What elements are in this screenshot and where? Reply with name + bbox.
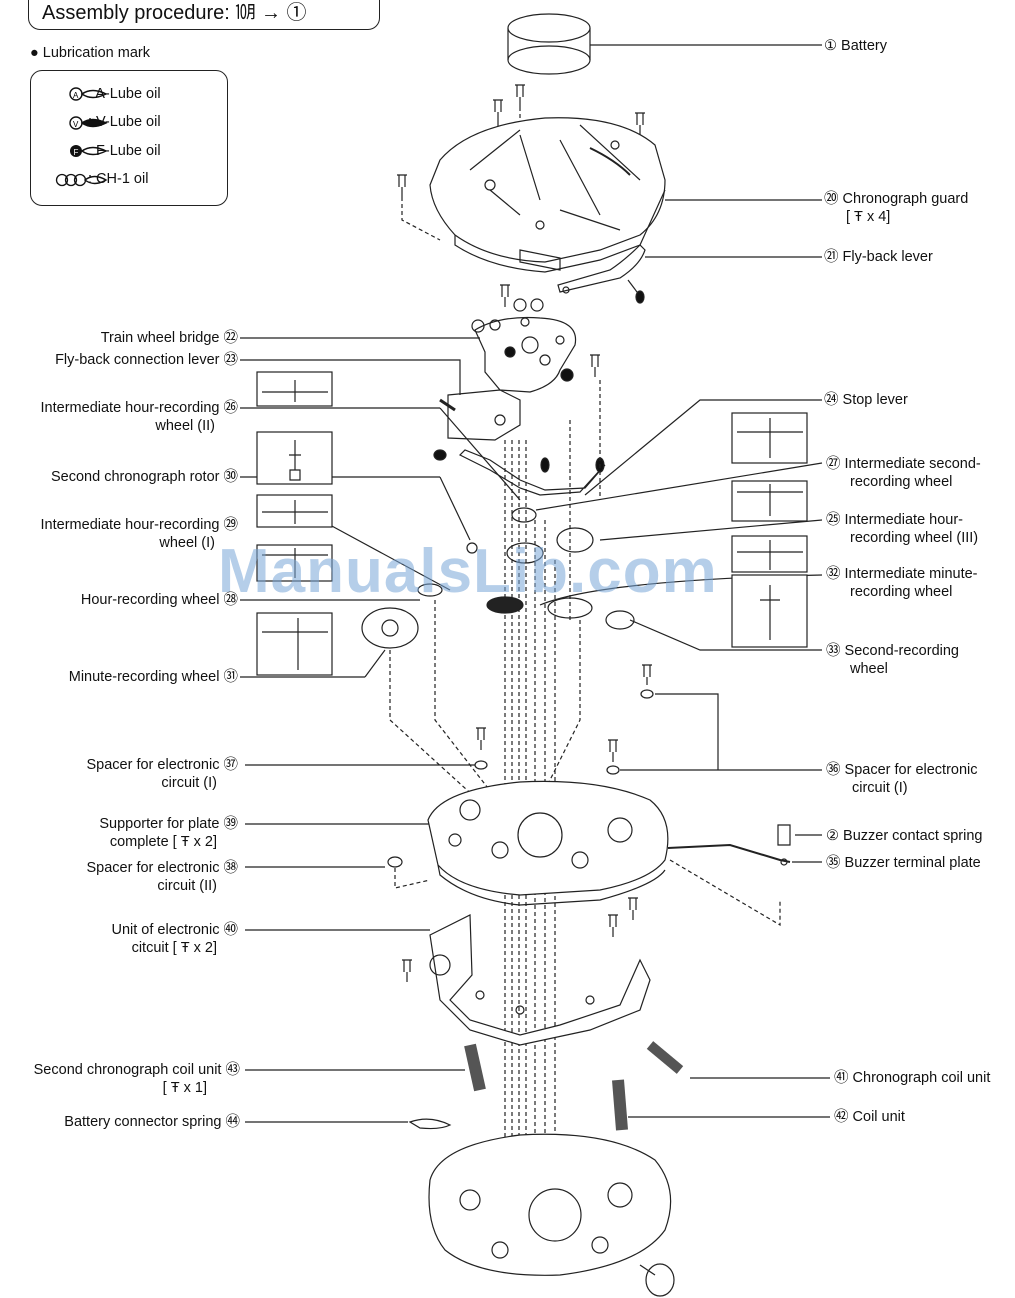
label-train-wheel-bridge: Train wheel bridge ㉒ xyxy=(100,330,238,346)
int-hour-iii-leader xyxy=(599,519,823,541)
v-lube-icon: V xyxy=(69,116,108,130)
label-buzzer-contact-spring: ② Buzzer contact spring xyxy=(826,828,983,844)
label-coil-unit: ㊷ Coil unit xyxy=(834,1109,905,1125)
label-chronograph-guard: ⑳ Chronograph guard xyxy=(824,191,969,207)
label-chronograph-guard-qty: [ Ŧ x 4] xyxy=(846,209,891,225)
label-int-hour-i: Intermediate hour-recording ㉙ xyxy=(40,517,238,533)
watermark: ManualsLib.com xyxy=(218,537,718,606)
f-lube-label: : F-Lube oil xyxy=(88,143,161,159)
label-minute-recording-wheel: Minute-recording wheel ㉛ xyxy=(68,669,238,685)
label-second-recording-wheel-2: wheel xyxy=(850,661,888,677)
f-lube-icon: F xyxy=(70,145,108,157)
base-movement-part xyxy=(428,1133,675,1297)
lubrication-symbols: A V F xyxy=(55,87,108,187)
stop-lever-leader xyxy=(584,399,822,496)
label-second-chronograph-rotor: Second chronograph rotor ㉚ xyxy=(51,469,238,485)
coil-parts xyxy=(408,1041,684,1131)
label-int-hour-ii: Intermediate hour-recording ㉖ xyxy=(40,400,238,416)
label-supporter-for-plate-2: complete [ Ŧ x 2] xyxy=(109,834,217,850)
label-spacer-i-left-2: circuit (I) xyxy=(161,775,217,791)
v-lube-label: : V-Lube oil xyxy=(88,114,161,130)
ch1-oil-icon xyxy=(55,173,108,187)
label-unit-electronic-circuit: Unit of electronic ㊵ xyxy=(111,922,238,938)
second-wheel-leader xyxy=(629,619,822,651)
label-unit-electronic-circuit-2: citcuit [ Ŧ x 2] xyxy=(131,940,217,956)
svg-text:F: F xyxy=(74,148,79,157)
main-plate-part xyxy=(427,780,669,906)
label-stop-lever: ㉔ Stop lever xyxy=(824,392,908,408)
label-fly-back-lever: ㉑ Fly-back lever xyxy=(824,249,933,265)
fly-back-lever-part xyxy=(557,244,646,304)
label-int-hour-i-2: wheel (I) xyxy=(159,535,215,551)
detail-boxes-left xyxy=(256,371,333,676)
label-int-hour-iii: ㉕ Intermediate hour- xyxy=(826,512,964,528)
label-int-hour-ii-2: wheel (II) xyxy=(155,418,215,434)
label-spacer-i-right-2: circuit (I) xyxy=(852,780,908,796)
label-int-minute-wheel-2: recording wheel xyxy=(850,584,953,600)
label-buzzer-terminal-plate: ㉟ Buzzer terminal plate xyxy=(826,855,981,871)
label-int-second-wheel-2: recording wheel xyxy=(850,474,953,490)
battery-part xyxy=(507,13,591,75)
fly-back-connection-leader xyxy=(240,359,461,395)
label-spacer-i-right: ㊱ Spacer for electronic xyxy=(826,762,978,778)
header-frame xyxy=(28,0,380,30)
lubrication-mark-title: ● Lubrication mark xyxy=(30,45,150,61)
spacer-i-right-leader xyxy=(620,693,822,771)
label-second-recording-wheel: ㉝ Second-recording xyxy=(826,643,959,659)
stop-lever-part xyxy=(433,449,606,496)
svg-text:A: A xyxy=(73,91,79,100)
label-battery-connector-spring: Battery connector spring ㊹ xyxy=(64,1114,240,1130)
label-chronograph-coil-unit: ㊶ Chronograph coil unit xyxy=(834,1070,991,1086)
label-fly-back-connection-lever: Fly-back connection lever ㉓ xyxy=(55,352,238,368)
electronic-circuit-unit-part xyxy=(402,897,651,1046)
label-spacer-i-left: Spacer for electronic ㊲ xyxy=(86,757,238,773)
label-second-chronograph-coil: Second chronograph coil unit ㊸ xyxy=(33,1062,240,1078)
int-hour-i-leader xyxy=(329,524,451,591)
label-spacer-ii-2: circuit (II) xyxy=(157,878,217,894)
label-second-chronograph-coil-2: [ Ŧ x 1] xyxy=(162,1080,207,1096)
detail-boxes-right xyxy=(731,412,808,648)
chronograph-guard-part xyxy=(429,117,666,273)
fly-back-connection-lever-part xyxy=(439,389,521,441)
buzzer-parts xyxy=(667,824,791,866)
spacer-parts xyxy=(387,664,654,868)
screw-icons-top xyxy=(397,84,645,197)
train-wheel-bridge-part xyxy=(471,284,600,393)
a-lube-label: : A-Lube oil xyxy=(88,86,161,102)
lubrication-legend-box xyxy=(30,70,228,206)
label-battery: ① Battery xyxy=(824,38,887,54)
a-lube-icon: A xyxy=(69,87,108,101)
label-int-hour-iii-2: recording wheel (III) xyxy=(850,530,979,546)
label-supporter-for-plate: Supporter for plate ㊴ xyxy=(99,816,238,832)
int-second-leader xyxy=(535,462,823,511)
label-hour-recording-wheel: Hour-recording wheel ㉘ xyxy=(80,592,238,608)
svg-text:V: V xyxy=(73,120,79,129)
label-spacer-ii: Spacer for electronic ㊳ xyxy=(86,860,238,876)
label-int-second-wheel: ㉗ Intermediate second- xyxy=(826,456,981,472)
ch1-oil-label: : CH-1 oil xyxy=(88,171,149,187)
label-int-minute-wheel: ㉜ Intermediate minute- xyxy=(826,566,978,582)
assembly-procedure-title: Assembly procedure: ㋉ → ① xyxy=(42,2,307,24)
